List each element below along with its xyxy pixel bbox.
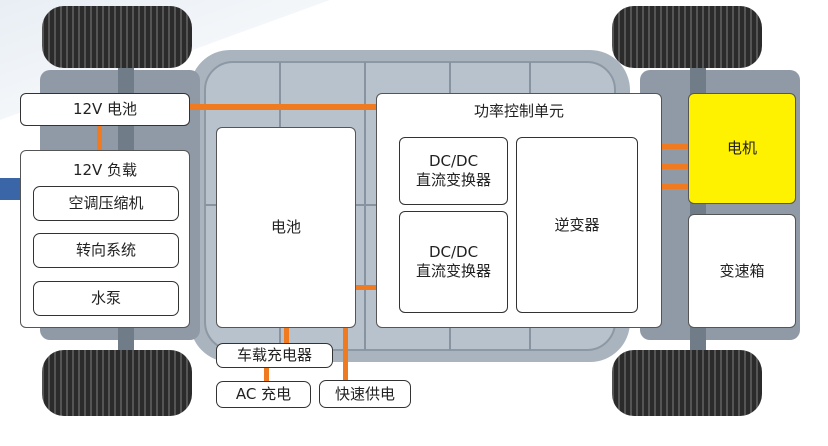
motor-box: 电机 [688, 93, 796, 204]
ac-compressor-box: 空调压缩机 [33, 186, 179, 221]
wire-battery-to-charger [284, 328, 289, 344]
tire-rear-left [612, 6, 762, 68]
tire-front-right [42, 350, 192, 416]
battery-pack-box: 电池 [216, 127, 356, 328]
steering-system-box: 转向系统 [33, 233, 179, 268]
wire-battery-to-fast-charge [343, 328, 348, 380]
tire-rear-right [612, 350, 762, 416]
onboard-charger-box: 车载充电器 [216, 343, 333, 368]
fast-charging-box: 快速供电 [319, 380, 411, 408]
wire-12v-battery-to-pcu [190, 104, 390, 110]
ac-charging-box: AC 充电 [216, 381, 311, 408]
battery-12v-box: 12V 电池 [20, 93, 190, 126]
wire-inverter-to-motor-2 [638, 164, 690, 169]
wire-inverter-to-motor-3 [638, 184, 690, 189]
tire-front-left [42, 6, 192, 68]
inverter-box: 逆变器 [516, 137, 638, 313]
wire-inverter-to-motor-1 [638, 144, 690, 149]
water-pump-box: 水泵 [33, 281, 179, 316]
wire-battery-to-pcu [355, 285, 390, 290]
gearbox-box: 变速箱 [688, 214, 796, 328]
dcdc-converter-1-box: DC/DC 直流变换器 [399, 137, 508, 205]
load-12v-title: 12V 负载 [72, 161, 138, 179]
wire-charger-to-ac [264, 366, 269, 382]
power-control-unit-title: 功率控制单元 [473, 102, 564, 120]
wire-load-to-battery12v [97, 126, 102, 150]
dcdc-converter-2-box: DC/DC 直流变换器 [399, 211, 508, 313]
